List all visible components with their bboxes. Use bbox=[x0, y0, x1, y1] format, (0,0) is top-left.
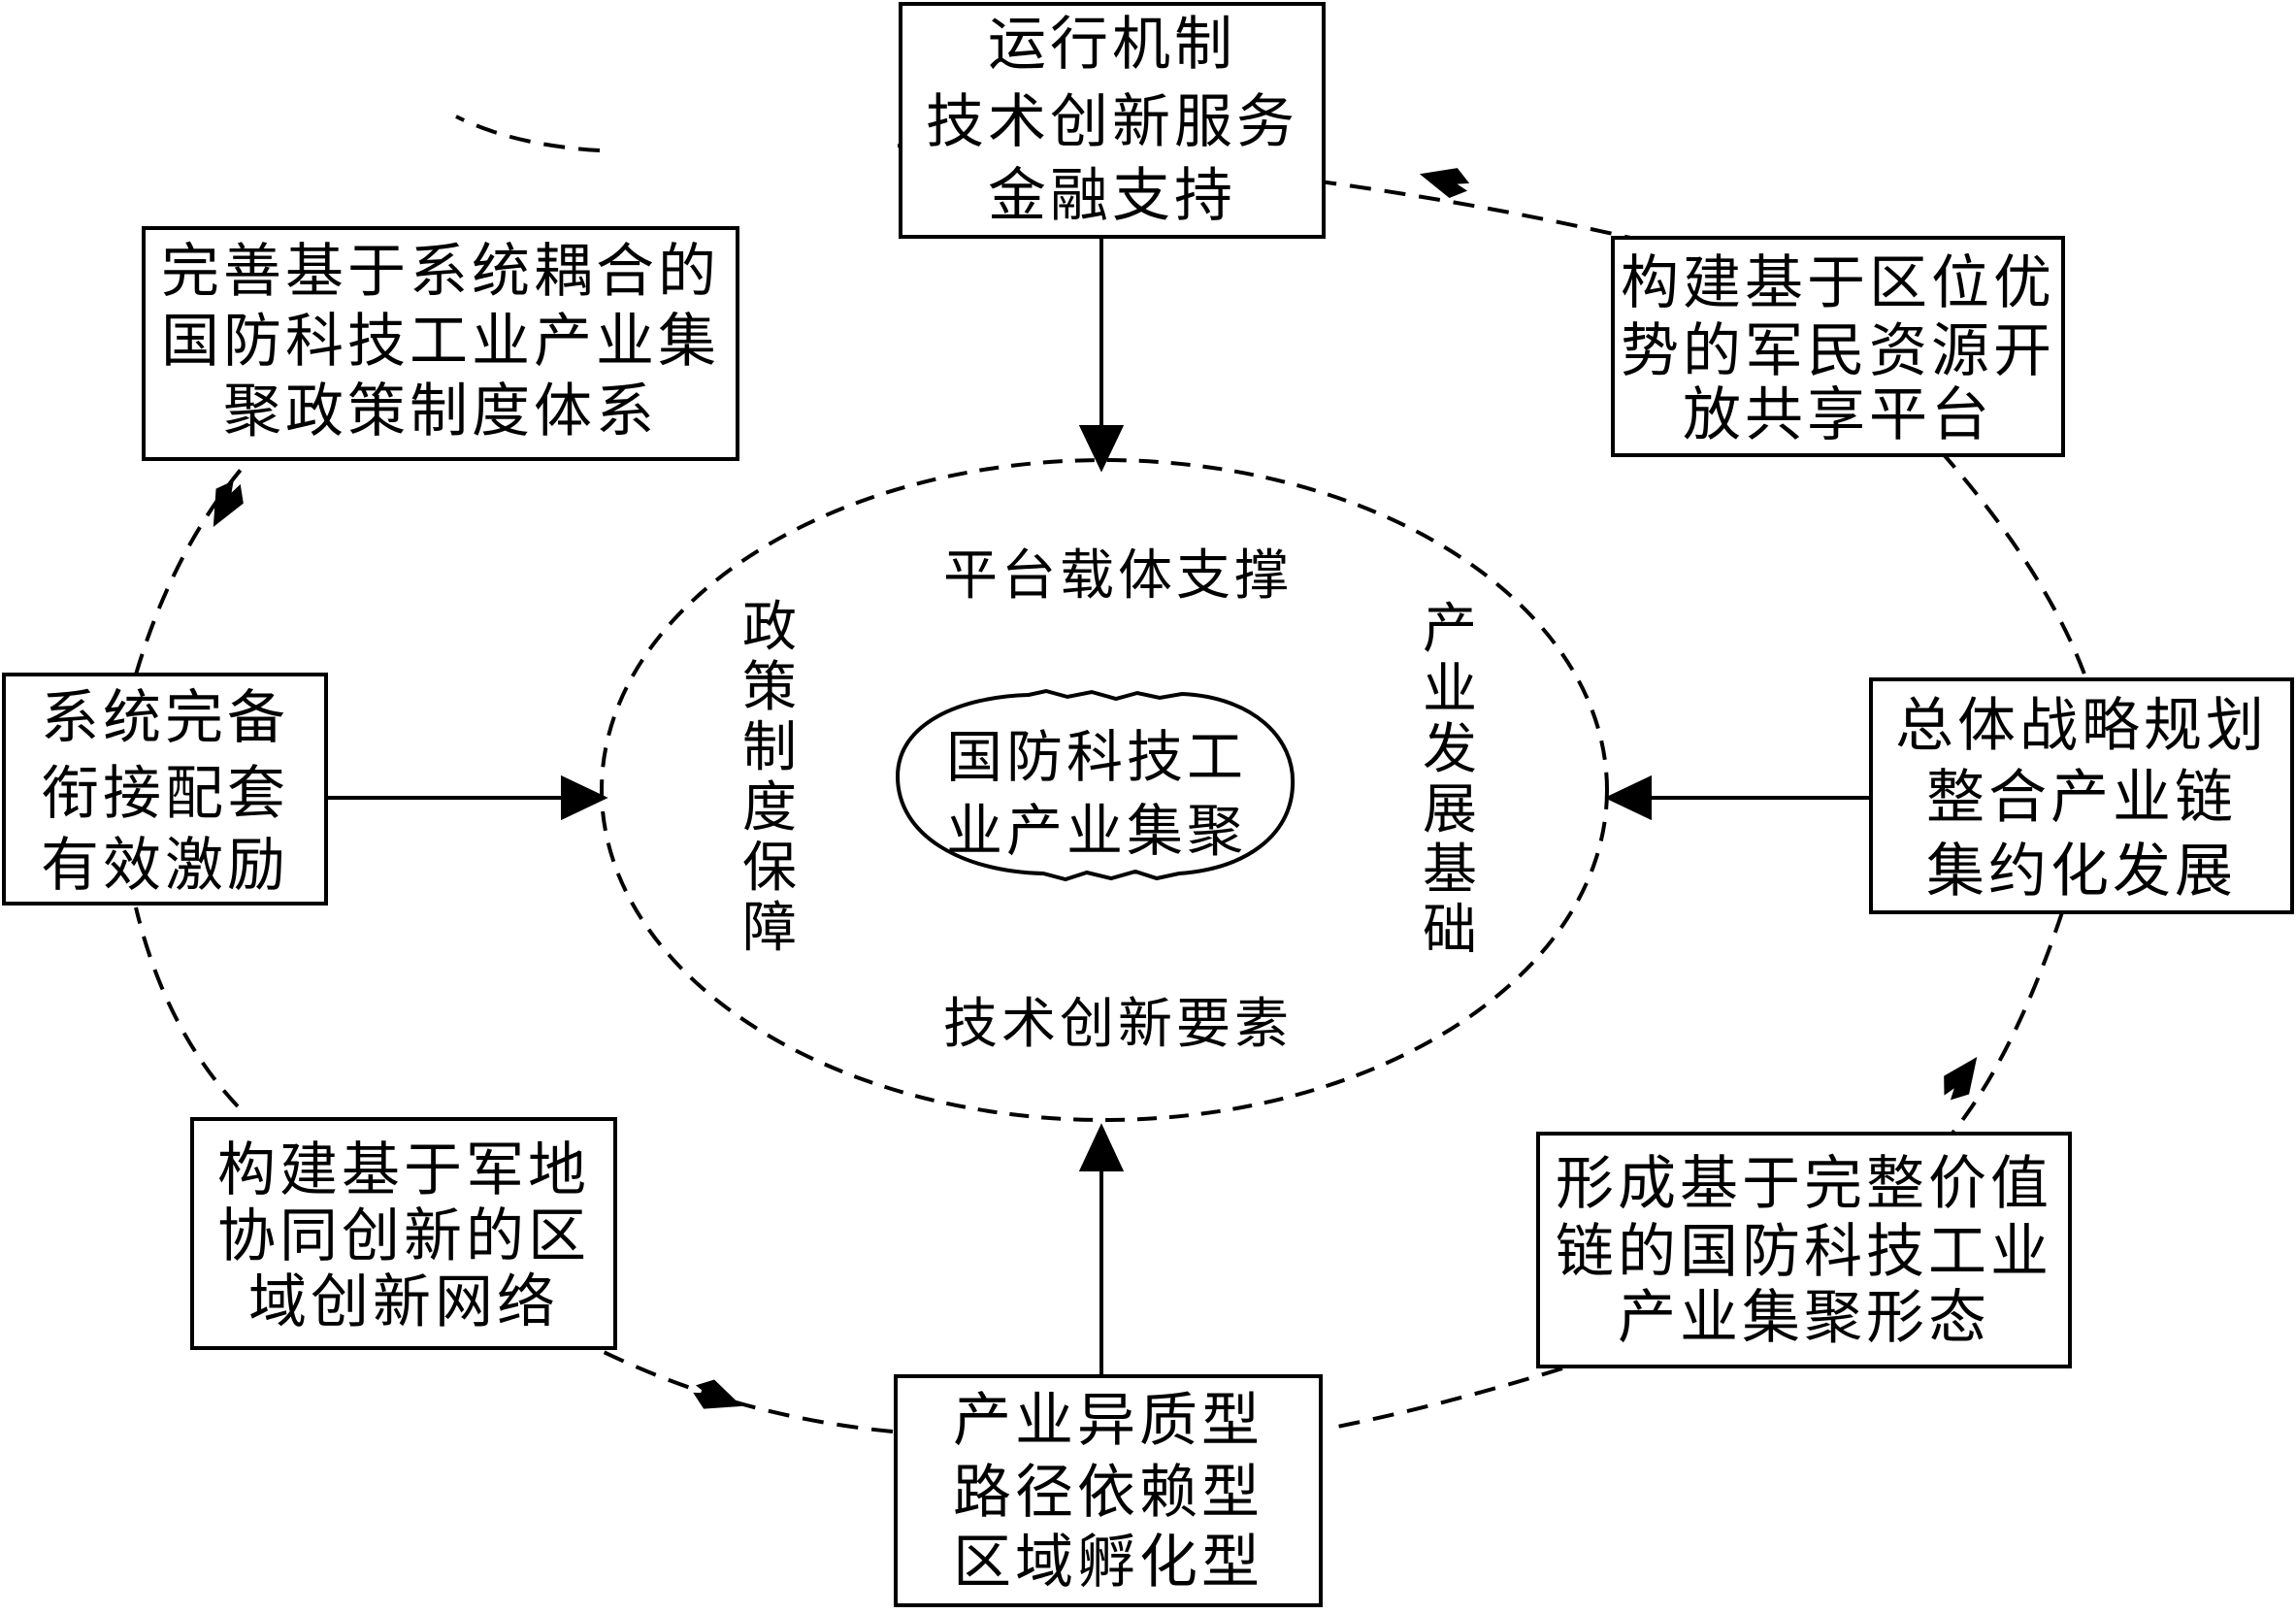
box-right bbox=[1869, 677, 2294, 914]
box-top-left-line-2: 国防科技工业产业集 bbox=[161, 308, 720, 376]
cycle-arrow-right-lower-icon bbox=[1944, 1056, 1978, 1101]
box-left-line-2: 衔接配套 bbox=[41, 760, 289, 828]
arrow-bottom-head-icon bbox=[1078, 1123, 1125, 1171]
cycle-arc-left-upper bbox=[134, 454, 254, 675]
core-label-line-1: 国防科技工 bbox=[946, 724, 1247, 790]
box-right-line-3: 集约化发展 bbox=[1926, 838, 2237, 906]
box-top-line-3: 金融支持 bbox=[988, 162, 1236, 230]
cycle-arc-top-left bbox=[455, 115, 601, 152]
inner-label-right: 产业发展基础 bbox=[1423, 598, 1477, 962]
box-top-left-line-3: 聚政策制度体系 bbox=[223, 378, 658, 445]
cycle-arc-right-upper bbox=[1939, 449, 2088, 680]
arrow-top-head-icon bbox=[1078, 425, 1125, 473]
box-left-line-3: 有效激励 bbox=[41, 832, 289, 900]
box-bottom-line-1: 产业异质型 bbox=[953, 1387, 1263, 1455]
box-top-left bbox=[142, 226, 739, 461]
box-top-right bbox=[1611, 236, 2065, 457]
box-bottom-right-line-1: 形成基于完整价值 bbox=[1556, 1150, 2052, 1218]
box-top-line-1: 运行机制 bbox=[988, 11, 1236, 79]
box-bottom bbox=[894, 1374, 1323, 1607]
box-bottom-right bbox=[1536, 1132, 2072, 1368]
box-bottom-line-2: 路径依赖型 bbox=[953, 1459, 1263, 1527]
box-right-line-2: 整合产业链 bbox=[1926, 764, 2237, 832]
box-bottom-right-line-3: 产业集聚形态 bbox=[1618, 1284, 1990, 1352]
box-bottom-left-line-3: 域创新网络 bbox=[248, 1268, 559, 1336]
box-bottom-left-line-2: 协同创新的区 bbox=[217, 1202, 590, 1270]
box-top-right-line-2: 势的军民资源开 bbox=[1621, 317, 2055, 385]
box-top-left-line-1: 完善基于系统耦合的 bbox=[161, 238, 720, 306]
core-cluster-shape bbox=[895, 688, 1296, 882]
cycle-arc-right-lower bbox=[1949, 911, 2064, 1137]
inner-label-bottom: 技术创新要素 bbox=[943, 993, 1293, 1056]
cycle-arrow-bottom-left-icon bbox=[693, 1379, 742, 1409]
core-label-line-2: 业产业集聚 bbox=[946, 798, 1247, 864]
box-top-right-line-1: 构建基于区位优 bbox=[1621, 249, 2055, 317]
cycle-arrow-top-right-icon bbox=[1419, 168, 1470, 199]
box-right-line-1: 总体战略规划 bbox=[1895, 692, 2268, 760]
cycle-arc-left-lower bbox=[134, 906, 240, 1108]
connector-arrows bbox=[326, 239, 1871, 1376]
box-left-line-1: 系统完备 bbox=[41, 684, 289, 752]
box-left bbox=[2, 673, 328, 906]
inner-label-left: 政策制度保障 bbox=[742, 596, 797, 960]
cycle-direction-markers bbox=[213, 168, 1978, 1409]
box-top bbox=[899, 2, 1326, 239]
box-bottom-right-line-2: 链的国防科技工业 bbox=[1556, 1218, 2052, 1286]
arrow-right-head-icon bbox=[1604, 774, 1652, 821]
box-bottom-left bbox=[190, 1117, 617, 1350]
inner-ellipse bbox=[600, 458, 1609, 1122]
box-bottom-left-line-1: 构建基于军地 bbox=[217, 1136, 590, 1204]
inner-label-top: 平台载体支撑 bbox=[943, 544, 1293, 608]
cycle-arc-bottom-right bbox=[1327, 1367, 1563, 1431]
cycle-arrow-left-upper-icon bbox=[213, 480, 244, 527]
arrow-left-head-icon bbox=[561, 774, 608, 821]
box-top-right-line-3: 放共享平台 bbox=[1683, 381, 1993, 449]
cycle-arc-bottom-left bbox=[601, 1349, 894, 1433]
box-bottom-line-3: 区域孵化型 bbox=[953, 1529, 1263, 1597]
box-top-line-2: 技术创新服务 bbox=[926, 88, 1298, 156]
